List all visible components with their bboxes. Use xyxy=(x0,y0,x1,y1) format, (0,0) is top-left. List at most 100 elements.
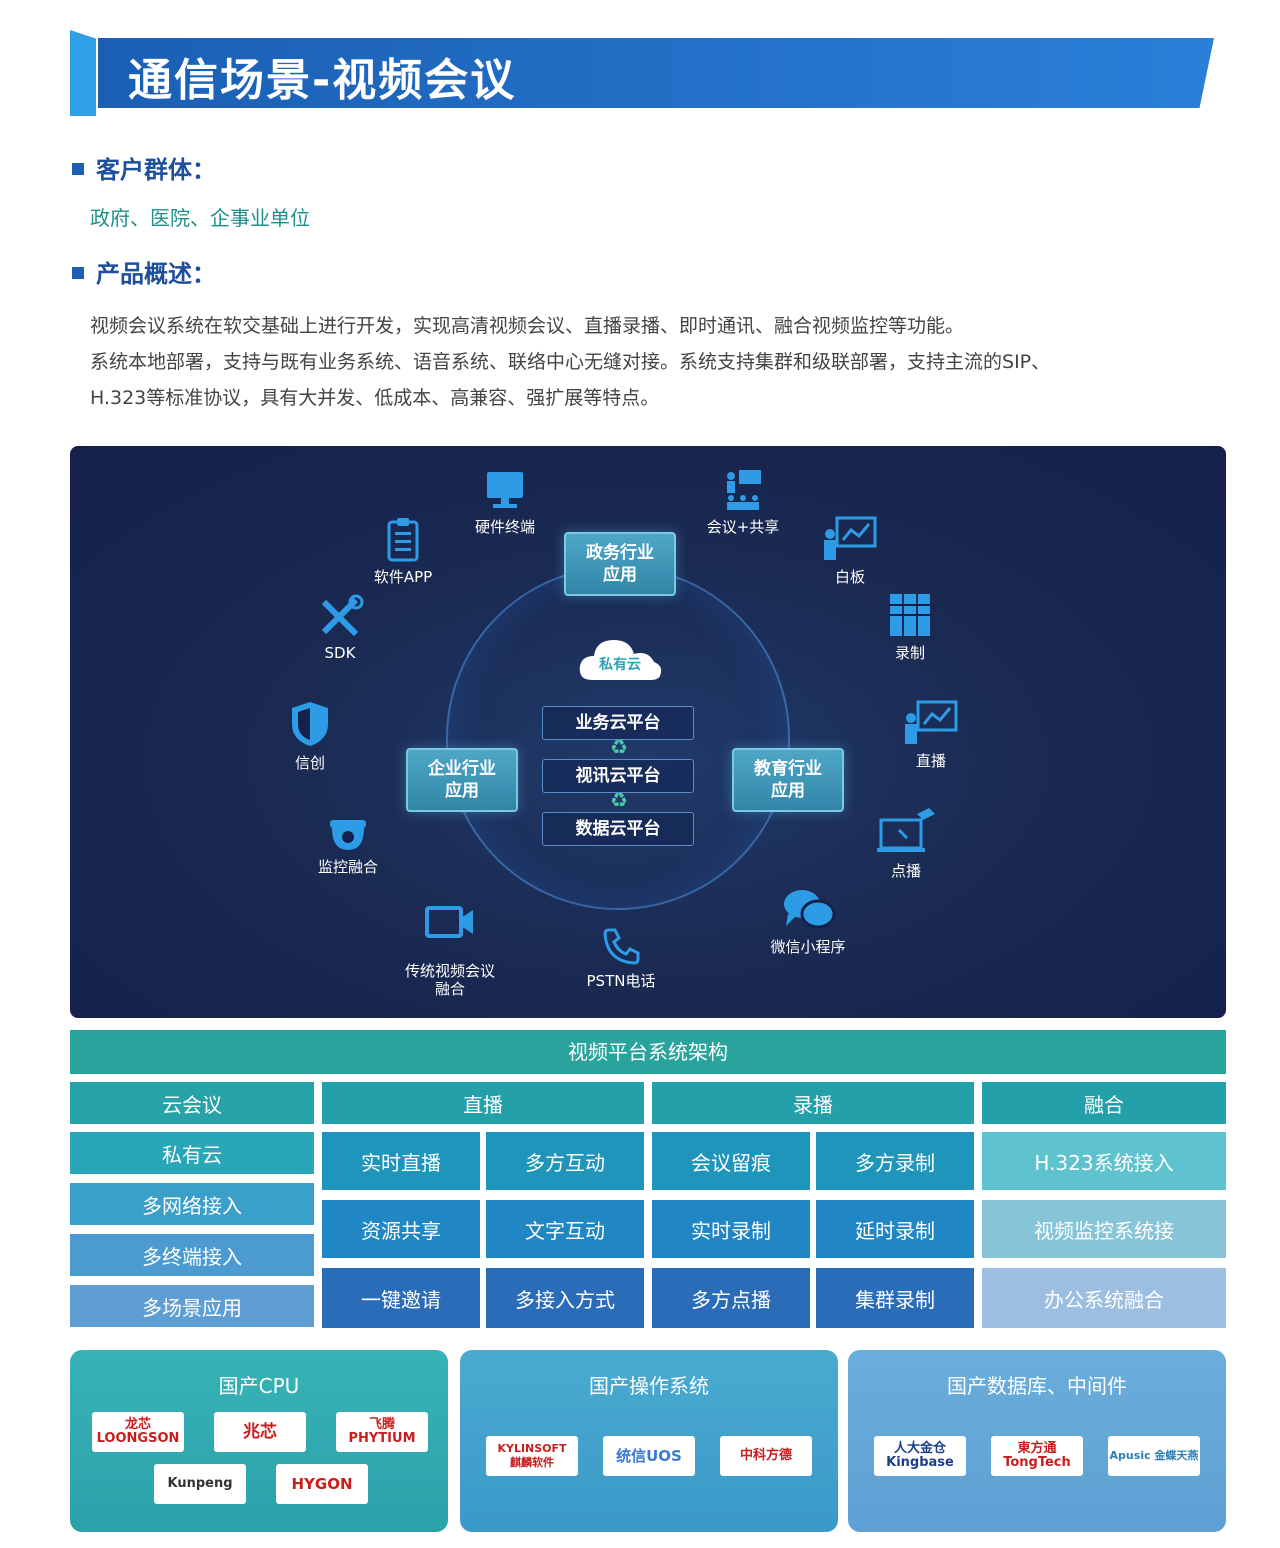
node-wechat: 微信小程序 xyxy=(760,886,856,957)
tools-icon xyxy=(321,594,364,637)
node-vod-label: 点播 xyxy=(890,862,921,880)
arch-left-cell: 多终端接入 xyxy=(70,1234,314,1276)
arch-fusion-cell: 视频监控系统接 xyxy=(982,1200,1226,1258)
node-hardware-label: 硬件终端 xyxy=(474,518,535,536)
logo-zhaoxin: 兆芯 xyxy=(214,1412,306,1452)
node-record-label: 录制 xyxy=(894,644,925,662)
node-sdk: SDK xyxy=(310,594,370,662)
arch-rec-cell: 集群录制 xyxy=(816,1268,974,1328)
banner-bar xyxy=(98,38,1214,108)
logo-tongtech: 東方通 TongTech xyxy=(991,1436,1083,1476)
education-app-box: 教育行业 应用 xyxy=(732,748,844,812)
arch-rec-cell: 多方点播 xyxy=(652,1268,810,1328)
arch-live-cell: 一键邀请 xyxy=(322,1268,480,1328)
node-record: 录制 xyxy=(878,592,942,663)
node-pstn: PSTN电话 xyxy=(580,926,662,991)
recycle-icon: ♻ xyxy=(610,735,628,759)
logo-apusic: Apusic 金蝶天燕 xyxy=(1108,1436,1200,1476)
customers-text: 政府、医院、企事业单位 xyxy=(90,206,310,230)
logo-uos: 统信UOS xyxy=(603,1436,695,1476)
enterprise-app-box: 企业行业 应用 xyxy=(406,748,518,812)
logo-loongson: 龙芯 LOONGSON xyxy=(92,1412,184,1452)
arch-rec-cell: 实时录制 xyxy=(652,1200,810,1258)
phone-icon xyxy=(603,928,640,965)
arch-live-cell: 文字互动 xyxy=(486,1200,644,1258)
bullet-square-icon xyxy=(72,163,84,175)
gov-app-box: 政务行业 应用 xyxy=(564,532,676,596)
arch-left-cell: 云会议 xyxy=(70,1082,314,1124)
private-cloud-label: 私有云 xyxy=(599,657,641,673)
overview-text: 视频会议系统在软交基础上进行开发，实现高清视频会议、直播录播、即时通讯、融合视频… xyxy=(90,308,1220,416)
node-whiteboard-label: 白板 xyxy=(834,568,865,586)
platform-business: 业务云平台 xyxy=(542,706,694,740)
server-icon xyxy=(890,594,930,636)
private-cloud: 私有云 xyxy=(574,632,666,684)
logo-kunpeng: Kunpeng xyxy=(154,1464,246,1504)
node-monitor-label: 监控融合 xyxy=(317,858,378,876)
platform-data: 数据云平台 xyxy=(542,812,694,846)
clipboard-icon xyxy=(387,518,419,562)
overview-heading-text: 产品概述： xyxy=(96,260,216,288)
presentation-icon xyxy=(905,700,958,744)
whiteboard-icon xyxy=(824,516,877,560)
node-software-label: 软件APP xyxy=(373,568,433,586)
node-live: 直播 xyxy=(900,700,962,771)
overview-heading: 产品概述： xyxy=(72,254,216,289)
bullet-square-icon xyxy=(72,267,84,279)
arch-title: 视频平台系统架构 xyxy=(70,1030,1226,1074)
recycle-icon: ♻ xyxy=(610,788,628,812)
architecture-diagram: 政务行业 应用 企业行业 应用 教育行业 应用 私有云 业务云平台 ♻ 视讯云平… xyxy=(70,446,1226,1018)
card-db-title: 国产数据库、中间件 xyxy=(947,1374,1127,1398)
node-whiteboard: 白板 xyxy=(820,516,880,587)
node-software: 软件APP xyxy=(366,516,440,587)
elearning-icon xyxy=(877,808,935,852)
overview-line: 视频会议系统在软交基础上进行开发，实现高清视频会议、直播录播、即时通讯、融合视频… xyxy=(90,315,965,337)
customers-heading: 客户群体： xyxy=(72,150,216,185)
node-live-label: 直播 xyxy=(915,752,946,770)
arch-left-cell: 私有云 xyxy=(70,1132,314,1174)
node-legacy: 传统视频会议 融合 xyxy=(392,886,508,998)
logo-kingbase: 人大金仓 Kingbase xyxy=(874,1436,966,1476)
title-banner: 通信场景-视频会议 xyxy=(70,30,1214,116)
meeting-icon xyxy=(727,470,761,510)
monitor-icon xyxy=(487,472,523,508)
card-cpu-title: 国产CPU xyxy=(218,1374,300,1398)
arch-fusion-head: 融合 xyxy=(982,1082,1226,1124)
camera-dome-icon xyxy=(330,820,366,850)
banner-accent xyxy=(70,30,96,116)
arch-rec-head: 录播 xyxy=(652,1082,974,1124)
overview-line: H.323等标准协议，具有大并发、低成本、高兼容、强扩展等特点。 xyxy=(90,387,660,409)
arch-rec-cell: 多方录制 xyxy=(816,1132,974,1190)
video-camera-icon xyxy=(425,906,473,938)
logo-phytium: 飞腾 PHYTIUM xyxy=(336,1412,428,1452)
arch-live-cell: 资源共享 xyxy=(322,1200,480,1258)
arch-live-cell: 多接入方式 xyxy=(486,1268,644,1328)
arch-rec-cell: 延时录制 xyxy=(816,1200,974,1258)
platform-video: 视讯云平台 xyxy=(542,759,694,793)
node-xinchuang: 信创 xyxy=(280,700,340,773)
node-sdk-label: SDK xyxy=(324,644,356,662)
arch-left-cell: 多场景应用 xyxy=(70,1285,314,1327)
customers-heading-text: 客户群体： xyxy=(96,156,216,184)
arch-left-cell: 多网络接入 xyxy=(70,1183,314,1225)
cloud-icon xyxy=(579,640,662,680)
arch-rec-cell: 会议留痕 xyxy=(652,1132,810,1190)
node-xinchuang-label: 信创 xyxy=(294,754,325,772)
logo-hygon: HYGON xyxy=(276,1464,368,1504)
node-legacy-label: 传统视频会议 融合 xyxy=(404,962,495,998)
node-meeting-share-label: 会议+共享 xyxy=(706,518,780,536)
arch-live-cell: 多方互动 xyxy=(486,1132,644,1190)
card-os-title: 国产操作系统 xyxy=(589,1374,709,1398)
arch-live-head: 直播 xyxy=(322,1082,644,1124)
node-hardware: 硬件终端 xyxy=(468,468,542,537)
node-meeting-share: 会议+共享 xyxy=(700,468,786,537)
arch-fusion-cell: H.323系统接入 xyxy=(982,1132,1226,1190)
node-vod: 点播 xyxy=(870,806,942,881)
chat-bubbles-icon xyxy=(784,890,836,929)
arch-fusion-cell: 办公系统融合 xyxy=(982,1268,1226,1328)
card-cpu: 国产CPU 龙芯 LOONGSON 兆芯 飞腾 PHYTIUM Kunpeng … xyxy=(70,1350,448,1532)
node-pstn-label: PSTN电话 xyxy=(586,972,656,990)
logo-kylinsoft: KYLINSOFT 麒麟软件 xyxy=(486,1436,578,1476)
card-os: 国产操作系统 KYLINSOFT 麒麟软件 统信UOS 中科方德 xyxy=(460,1350,838,1532)
shield-icon xyxy=(292,702,328,746)
